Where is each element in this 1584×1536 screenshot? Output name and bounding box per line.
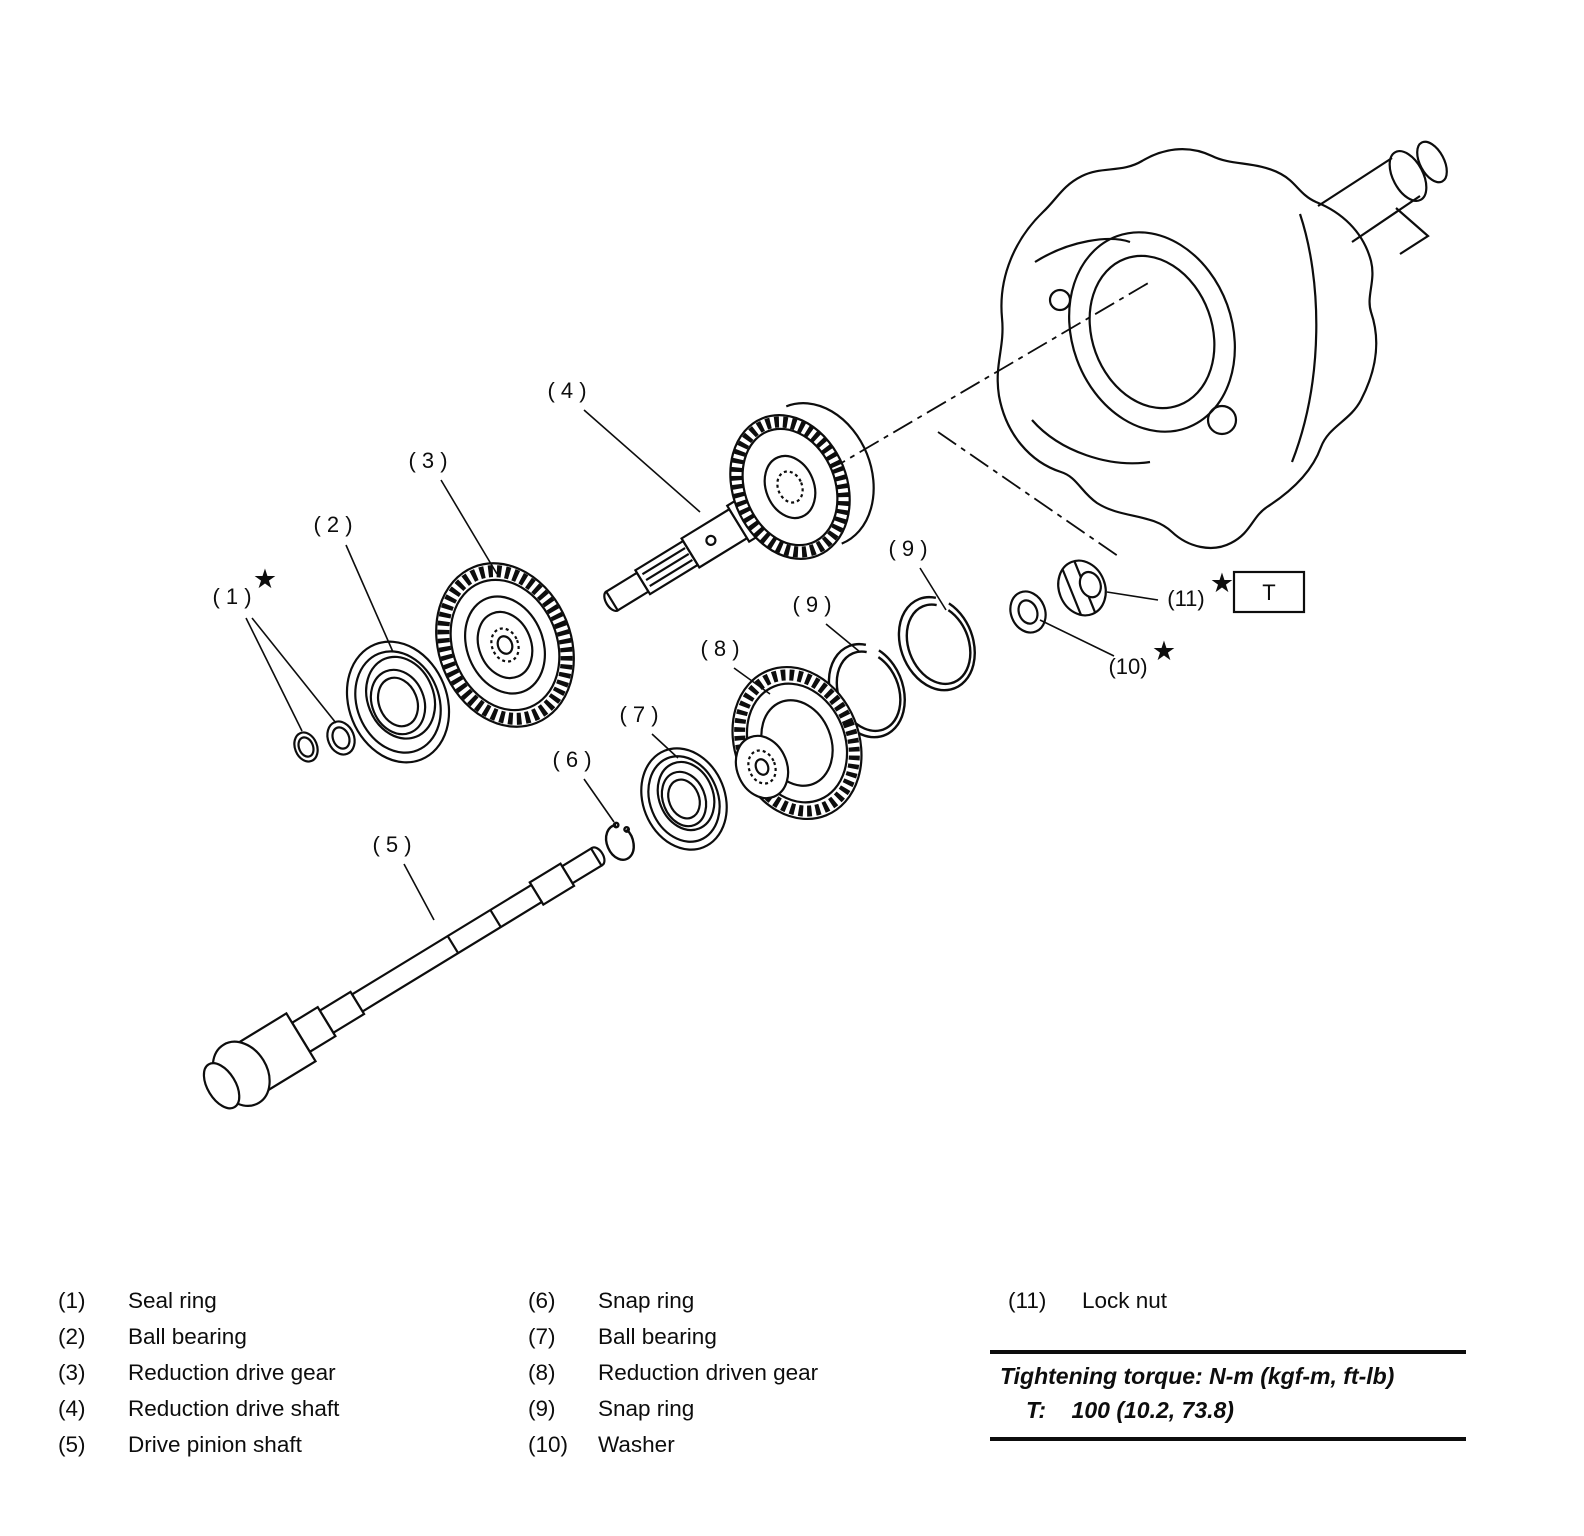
torque-tag: T bbox=[1232, 570, 1306, 614]
legend-item-number: (5) bbox=[58, 1432, 86, 1457]
lock-nut-illustration bbox=[1057, 559, 1107, 617]
legend-item-label: Ball bearing bbox=[128, 1324, 247, 1349]
legend-item: (6) Snap ring bbox=[528, 1288, 818, 1324]
star-icon: ★ bbox=[1210, 568, 1234, 598]
seal-rings-illustration bbox=[293, 720, 356, 763]
leader-lines bbox=[245, 409, 1159, 921]
torque-note-title: Tightening torque: N-m (kgf-m, ft-lb) bbox=[1000, 1363, 1395, 1389]
torque-tag-label: T bbox=[1262, 580, 1275, 605]
ball-bearing-7-illustration bbox=[640, 747, 728, 851]
legend-item: (2) Ball bearing bbox=[58, 1324, 339, 1360]
reduction-driven-gear-illustration bbox=[731, 665, 863, 821]
torque-note-value: T: 100 (10.2, 73.8) bbox=[1026, 1397, 1234, 1423]
legend-item: (8) Reduction driven gear bbox=[528, 1360, 818, 1396]
callout-8: ( 8 ) bbox=[700, 636, 739, 661]
exploded-view-diagram: ( 4 ) ( 3 ) ( 2 ) ( 1 ) ★ ( 9 ) ( 9 ) ( … bbox=[202, 140, 1448, 1110]
callout-7: ( 7 ) bbox=[619, 702, 658, 727]
star-icon: ★ bbox=[1152, 636, 1176, 666]
legend-item: (11) Lock nut bbox=[1008, 1288, 1167, 1324]
tightening-torque-note: Tightening torque: N-m (kgf-m, ft-lb) T:… bbox=[990, 1350, 1466, 1441]
legend-item-number: (9) bbox=[528, 1396, 556, 1421]
legend-item-number: (8) bbox=[528, 1360, 556, 1385]
reduction-drive-shaft-illustration bbox=[603, 402, 875, 612]
transmission-case-illustration bbox=[996, 140, 1448, 550]
legend-item-label: Seal ring bbox=[128, 1288, 217, 1313]
legend-item-number: (4) bbox=[58, 1396, 86, 1421]
legend-item: (3) Reduction drive gear bbox=[58, 1360, 339, 1396]
callout-10: (10) bbox=[1108, 654, 1147, 679]
parts-legend-column-2: (6) Snap ring (7) Ball bearing (8) Reduc… bbox=[528, 1288, 818, 1468]
callout-labels: ( 4 ) ( 3 ) ( 2 ) ( 1 ) ★ ( 9 ) ( 9 ) ( … bbox=[212, 378, 1234, 857]
callout-5: ( 5 ) bbox=[372, 832, 411, 857]
callout-2: ( 2 ) bbox=[313, 512, 352, 537]
star-icon: ★ bbox=[253, 564, 277, 594]
snap-ring-6-illustration bbox=[604, 821, 635, 861]
legend-item-label: Reduction drive shaft bbox=[128, 1396, 340, 1421]
legend-item: (9) Snap ring bbox=[528, 1396, 818, 1432]
legend-item-label: Drive pinion shaft bbox=[128, 1432, 302, 1457]
legend-item-label: Ball bearing bbox=[598, 1324, 717, 1349]
legend-item: (4) Reduction drive shaft bbox=[58, 1396, 339, 1432]
washer-illustration bbox=[1009, 590, 1047, 634]
drive-pinion-shaft-illustration bbox=[202, 846, 606, 1110]
legend-item-label: Snap ring bbox=[598, 1396, 695, 1421]
snap-ring-9b-illustration bbox=[897, 596, 976, 692]
snap-ring-9a-illustration bbox=[827, 643, 906, 739]
legend-item: (1) Seal ring bbox=[58, 1288, 339, 1324]
legend-item-number: (11) bbox=[1008, 1288, 1047, 1313]
legend-item-label: Washer bbox=[598, 1432, 675, 1457]
callout-4: ( 4 ) bbox=[547, 378, 586, 403]
legend-item-number: (7) bbox=[528, 1324, 556, 1349]
legend-item-number: (10) bbox=[528, 1432, 569, 1457]
parts-legend-column-3: (11) Lock nut bbox=[1008, 1288, 1167, 1324]
legend-item-label: Snap ring bbox=[598, 1288, 695, 1313]
legend-item-label: Lock nut bbox=[1082, 1288, 1168, 1313]
legend-item: (7) Ball bearing bbox=[528, 1324, 818, 1360]
callout-6: ( 6 ) bbox=[552, 747, 591, 772]
legend-item-number: (6) bbox=[528, 1288, 556, 1313]
callout-11: (11) bbox=[1167, 586, 1205, 611]
legend-item: (5) Drive pinion shaft bbox=[58, 1432, 339, 1468]
legend-item-label: Reduction driven gear bbox=[598, 1360, 819, 1385]
reduction-drive-gear-illustration bbox=[435, 562, 575, 728]
callout-1: ( 1 ) bbox=[212, 584, 251, 609]
legend-item-number: (3) bbox=[58, 1360, 86, 1385]
ball-bearing-2-illustration bbox=[345, 640, 451, 764]
center-line bbox=[825, 281, 1151, 557]
callout-3: ( 3 ) bbox=[408, 448, 447, 473]
legend-item-number: (1) bbox=[58, 1288, 86, 1313]
legend-item: (10) Washer bbox=[528, 1432, 818, 1468]
callout-9a: ( 9 ) bbox=[792, 592, 831, 617]
parts-legend-column-1: (1) Seal ring (2) Ball bearing (3) Reduc… bbox=[58, 1288, 339, 1468]
callout-9b: ( 9 ) bbox=[888, 536, 927, 561]
legend-item-label: Reduction drive gear bbox=[128, 1360, 336, 1385]
legend-item-number: (2) bbox=[58, 1324, 86, 1349]
